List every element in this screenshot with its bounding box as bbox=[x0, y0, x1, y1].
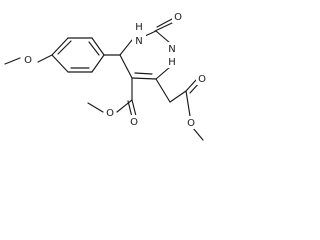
atom-o-ester-carbonyl: O bbox=[130, 117, 138, 128]
bond-benzene-3 bbox=[91, 37, 105, 56]
bond-c6-c5-double bbox=[134, 72, 153, 75]
bond-c6-c5 bbox=[131, 77, 157, 80]
atom-o-ring-carbonyl: O bbox=[174, 12, 182, 23]
bond-c2-n1 bbox=[155, 30, 171, 44]
bond-c2-o-double-a bbox=[154, 22, 173, 32]
molecule-drawing: O H N O N H O O O O bbox=[4, 10, 208, 141]
chemical-structure-diagram: O H N O N H O O O O bbox=[0, 0, 224, 160]
bond-benzene-inner-1 bbox=[57, 40, 72, 55]
bond-c2-o-double-b bbox=[156, 18, 173, 28]
bond-ester-c-o-single bbox=[116, 99, 133, 113]
bond-ch2-carbonyl bbox=[169, 90, 187, 103]
atom-o-ester-single: O bbox=[106, 108, 114, 119]
bond-benzene-1 bbox=[51, 37, 69, 56]
bond-c6-ch2 bbox=[155, 78, 171, 103]
atom-o-side-single: O bbox=[187, 118, 195, 129]
atom-o-methoxy-aryl: O bbox=[24, 55, 32, 66]
atom-n-top: N bbox=[135, 36, 142, 47]
bond-benzene-4 bbox=[91, 54, 105, 73]
bond-carbonyl-o-single bbox=[185, 90, 191, 117]
bond-benzene-6 bbox=[51, 54, 69, 73]
atom-h-right: H bbox=[168, 57, 176, 68]
bond-c4-n3 bbox=[119, 39, 133, 56]
bond-n1-c6 bbox=[155, 66, 171, 80]
bond-aryl-methyl bbox=[4, 57, 21, 65]
bond-layer bbox=[4, 18, 204, 141]
bond-carbonyl-o-double-a bbox=[185, 79, 197, 92]
bond-benzene-inner-2 bbox=[88, 41, 100, 56]
atom-n-right: N bbox=[168, 44, 175, 55]
bond-ester-o-methyl bbox=[87, 102, 104, 113]
bond-ester-c-o-double-b bbox=[127, 100, 133, 118]
atom-layer: O H N O N H O O O O bbox=[22, 10, 208, 129]
bond-c5-c4 bbox=[119, 54, 133, 79]
atom-o-side-carbonyl: O bbox=[198, 74, 206, 85]
atom-h-top: H bbox=[135, 22, 143, 33]
bond-ester-c-o-double-a bbox=[131, 99, 137, 117]
bond-n3-c2 bbox=[144, 30, 157, 37]
bond-aryl-o-c bbox=[37, 54, 53, 63]
bond-side-o-methyl bbox=[192, 127, 204, 141]
